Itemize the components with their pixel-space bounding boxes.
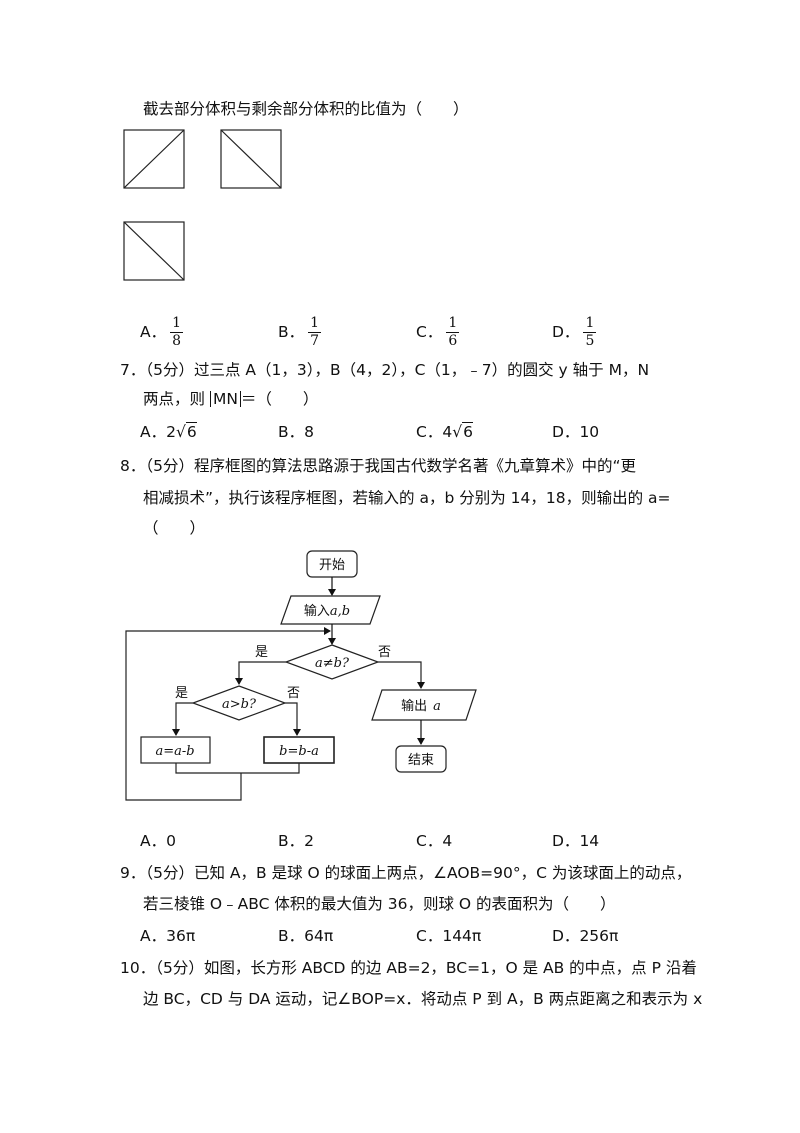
side-view-diagonal — [220, 129, 282, 189]
end-label: 结束 — [408, 753, 434, 768]
mn-abs: MN — [209, 391, 241, 407]
start-label: 开始 — [319, 558, 345, 573]
q9-option-b: B．64π — [278, 927, 334, 945]
front-view — [123, 129, 185, 189]
cond1-no-line — [378, 661, 425, 689]
cond1-yes-label: 是 — [255, 645, 268, 660]
q7-line1: 7．（5分）过三点 A（1，3），B（4，2），C（1，﹣7）的圆交 y 轴于 … — [120, 361, 650, 379]
q9-line2: 若三棱锥 O﹣ABC 体积的最大值为 36，则球 O 的表面积为（ ） — [143, 895, 616, 913]
assign-b-node — [263, 736, 335, 764]
cond2-yes-label: 是 — [175, 686, 188, 701]
q10-line2: 边 BC，CD 与 DA 运动，记∠BOP=x．将动点 P 到 A，B 两点距离… — [143, 990, 703, 1008]
loop-back-line — [125, 627, 331, 801]
input-node — [280, 595, 381, 625]
cond2-no-line — [285, 702, 301, 736]
end-node — [395, 745, 447, 773]
q8-line2: 相减损术”，执行该程序框图，若输入的 a，b 分别为 14，18，则输出的 a= — [143, 489, 671, 507]
q9-option-a: A．36π — [140, 927, 196, 945]
cond1-yes-line — [235, 661, 286, 685]
q7-option-b: B．8 — [278, 423, 315, 441]
cond1-label: a≠b? — [315, 656, 350, 671]
q9-line1: 9．（5分）已知 A，B 是球 O 的球面上两点，∠AOB=90°，C 为该球面… — [120, 864, 692, 882]
front-view-diagonal — [123, 129, 185, 189]
output-node — [371, 689, 477, 721]
cond1-node — [284, 644, 380, 680]
q7-option-a: A．2√6 — [140, 422, 197, 441]
q9-option-c: C．144π — [416, 927, 482, 945]
q7-line2: 两点，则 MN＝（ ） — [143, 390, 319, 408]
q7-option-c: C．4√6 — [416, 422, 473, 441]
q8-line1: 8．（5分）程序框图的算法思路源于我国古代数学名著《九章算术》中的“更 — [120, 457, 637, 475]
cond2-label: a>b? — [222, 697, 257, 712]
top-view — [123, 221, 185, 281]
q8-option-c: C．4 — [416, 832, 453, 850]
cond2-no-label: 否 — [287, 686, 300, 701]
input-label: 输入a,b — [304, 603, 350, 619]
q10-line1: 10．（5分）如图，长方形 ABCD 的边 AB=2，BC=1，O 是 AB 的… — [120, 959, 697, 977]
side-view — [220, 129, 282, 189]
merge-line — [175, 763, 300, 774]
assign-a-node — [140, 736, 211, 764]
q8-option-b: B．2 — [278, 832, 315, 850]
assign-b-label: b=b-a — [279, 744, 319, 759]
cond1-no-label: 否 — [378, 645, 391, 660]
q9-option-d: D．256π — [552, 927, 619, 945]
q7-option-d: D．10 — [552, 423, 600, 441]
start-node — [306, 550, 358, 578]
cond2-node — [191, 685, 287, 721]
assign-a-label: a=a-b — [155, 744, 194, 759]
q8-line3: （ ） — [143, 519, 206, 537]
q8-option-a: A．0 — [140, 832, 176, 850]
cond2-yes-line — [172, 702, 193, 736]
top-view-diagonal — [123, 221, 185, 281]
q8-option-d: D．14 — [552, 832, 600, 850]
q6-stem-tail: 截去部分体积与剩余部分体积的比值为（ ） — [143, 100, 469, 118]
